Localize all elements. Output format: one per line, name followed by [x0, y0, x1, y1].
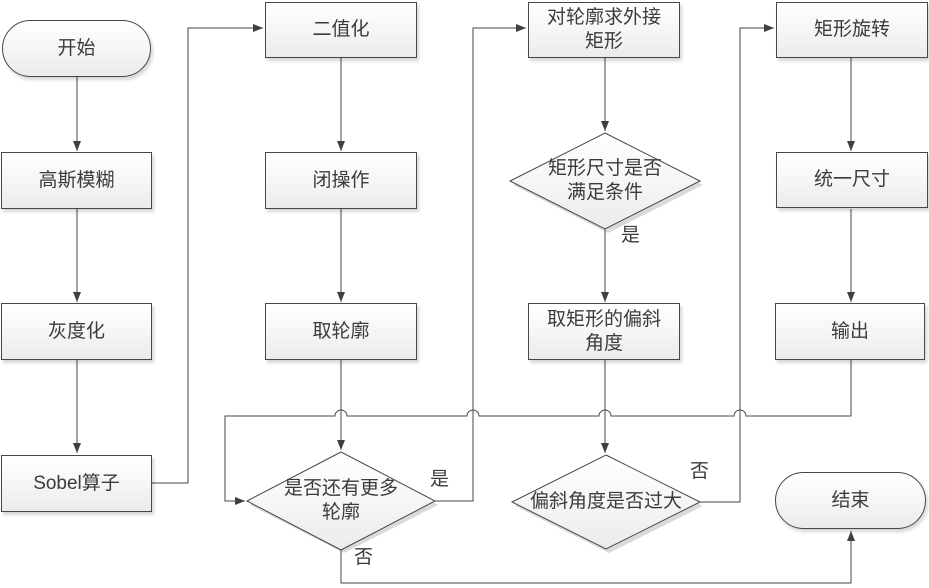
edge-morecontours-brect-yes — [435, 24, 526, 502]
edge-label-more-contours-no: 否 — [354, 547, 374, 568]
edge-skewcheck-rotate-no — [700, 24, 774, 503]
edge-output-morecontours-return — [224, 360, 852, 505]
node-get-skew-angle: 取矩形的偏斜 角度 — [528, 303, 680, 360]
edge-label-more-contours-yes: 是 — [430, 469, 450, 490]
node-gaussian-blur: 高斯模糊 — [1, 152, 152, 209]
node-binarize: 二值化 — [265, 2, 417, 58]
edge-label-skew-too-large-no: 否 — [690, 461, 710, 482]
edge-morecontours-end-no — [340, 531, 855, 584]
edge-label-size-check-yes: 是 — [621, 225, 641, 246]
edge-sobel-binarize — [152, 24, 263, 484]
node-grayscale: 灰度化 — [1, 303, 152, 360]
node-end: 结束 — [775, 472, 926, 529]
more-contours-diamond — [245, 451, 437, 551]
node-bounding-rect: 对轮廓求外接 矩形 — [528, 2, 680, 58]
node-output: 输出 — [775, 303, 925, 360]
skew-too-large-diamond — [510, 454, 702, 550]
node-close-op: 闭操作 — [265, 152, 417, 209]
node-get-contours: 取轮廓 — [265, 303, 417, 360]
size-check-diamond — [508, 132, 702, 230]
node-rect-rotate: 矩形旋转 — [776, 2, 928, 58]
node-sobel: Sobel算子 — [1, 455, 152, 512]
node-unify-size: 统一尺寸 — [776, 152, 928, 208]
node-start: 开始 — [2, 20, 151, 77]
